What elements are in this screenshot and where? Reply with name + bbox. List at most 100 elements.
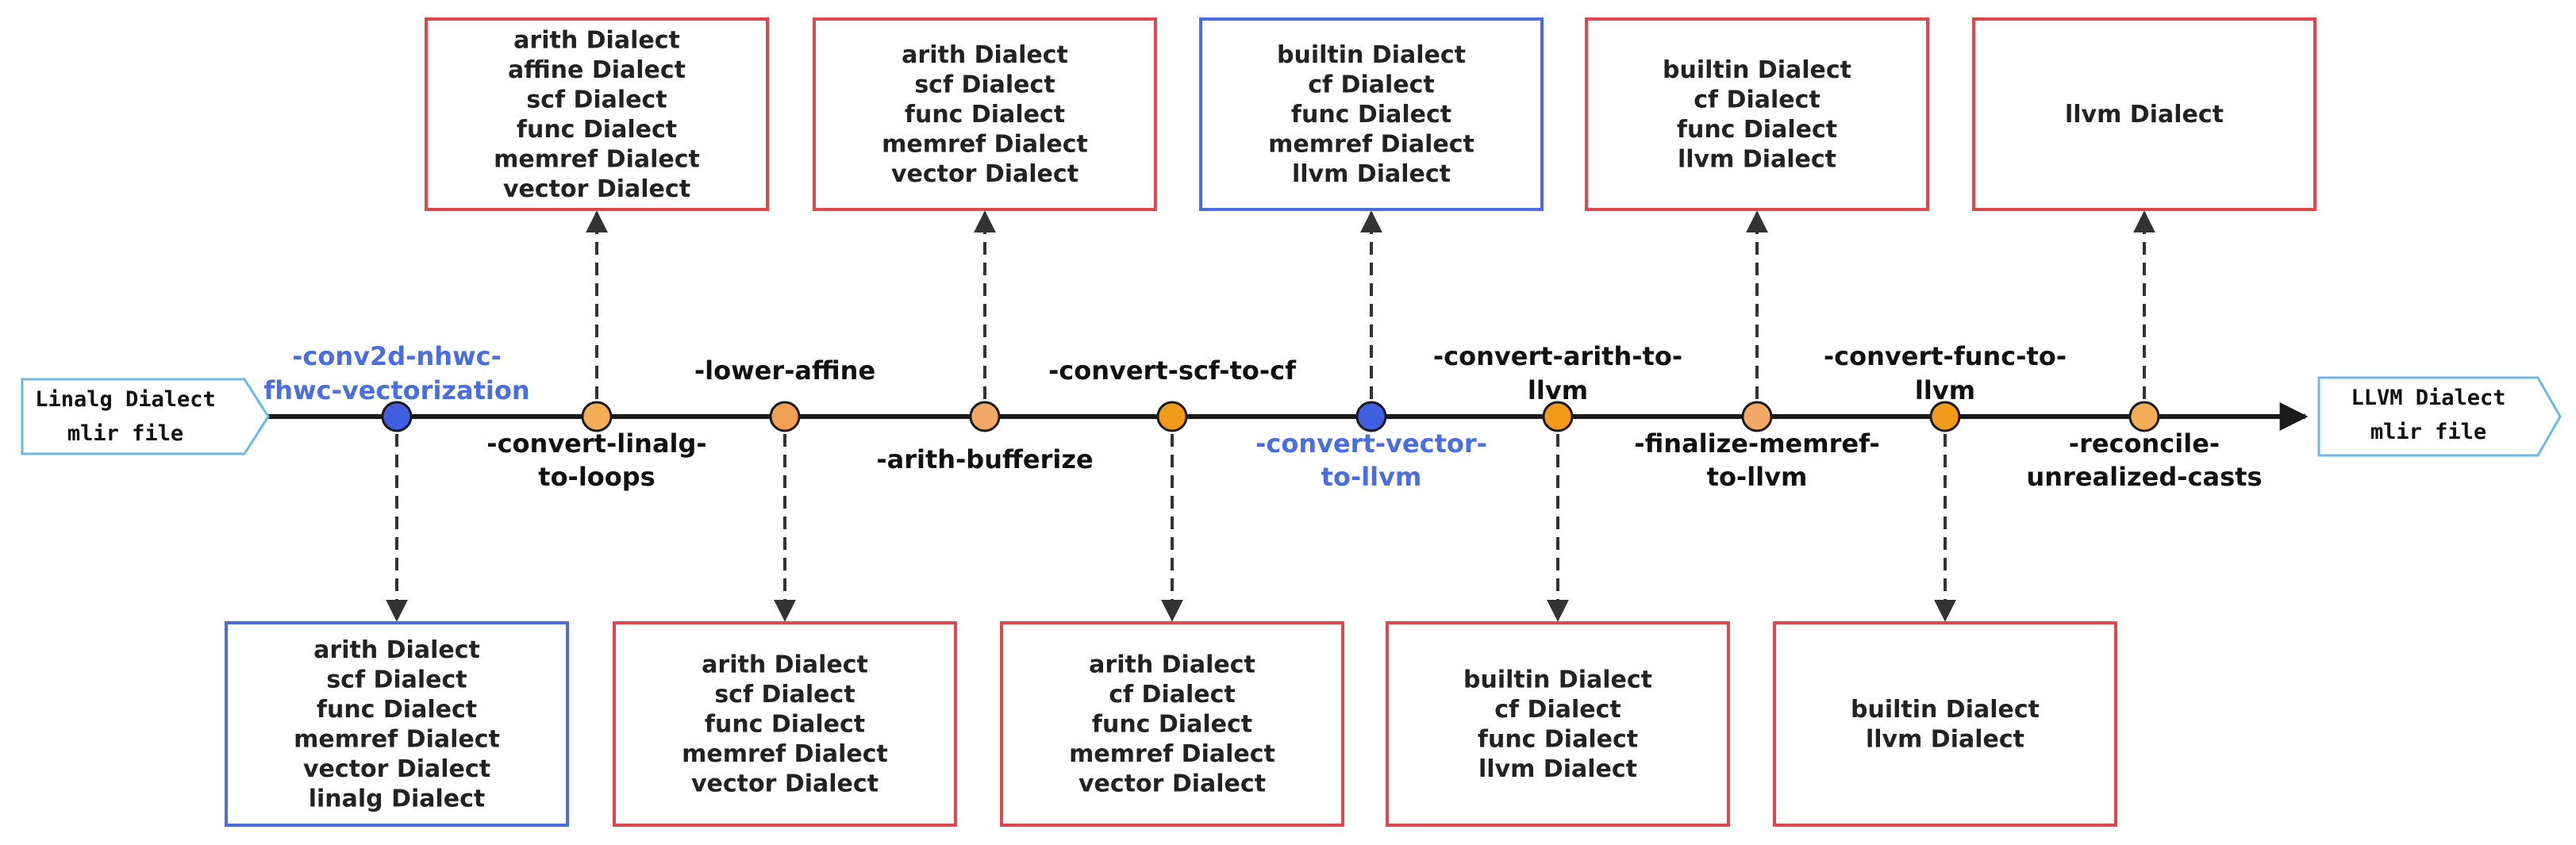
pass-1-dialect-3: func Dialect bbox=[317, 696, 477, 724]
pass-10-label-line-1: -reconcile- bbox=[2069, 428, 2220, 459]
pass-4-dialect-5: vector Dialect bbox=[891, 160, 1078, 188]
pass-1-dialect-2: scf Dialect bbox=[326, 666, 467, 693]
pass-2-dialect-2: affine Dialect bbox=[508, 56, 686, 84]
pass-6-dialect-3: func Dialect bbox=[1291, 101, 1451, 129]
pass-5-dialect-1: arith Dialect bbox=[1089, 651, 1255, 679]
pass-9-label-line-1: -convert-func-to- bbox=[1824, 341, 2067, 371]
pass-7-dialect-3: func Dialect bbox=[1478, 725, 1638, 753]
pass-10: llvm Dialect -reconcile-unrealized-casts bbox=[1972, 17, 2316, 492]
pass-4-dialect-box bbox=[813, 17, 1157, 211]
pass-2-dialect-5: memref Dialect bbox=[494, 145, 700, 173]
pass-8-node bbox=[1741, 401, 1773, 432]
pass-9-dialect-1: builtin Dialect bbox=[1851, 696, 2040, 724]
pass-2-label-line-2: to-loops bbox=[538, 462, 655, 492]
pass-3-label-line-1: -lower-affine bbox=[694, 355, 875, 386]
pass-7-label-line-2: llvm bbox=[1528, 375, 1588, 405]
pass-2-dialect-3: scf Dialect bbox=[526, 86, 667, 113]
pass-8-dialect-1: builtin Dialect bbox=[1663, 56, 1851, 84]
input-file-shape bbox=[21, 378, 270, 455]
pass-2-dialect-4: func Dialect bbox=[517, 116, 677, 144]
pass-9-dialect-box bbox=[1773, 621, 2117, 827]
pass-1-dialect-box bbox=[225, 621, 569, 827]
pass-4-dialect-1: arith Dialect bbox=[902, 41, 1068, 69]
pass-5-dialect-box bbox=[1000, 621, 1344, 827]
pass-3-dialect-box bbox=[613, 621, 957, 827]
input-file-line-2: mlir file bbox=[67, 421, 183, 446]
pass-5-dialect-5: vector Dialect bbox=[1078, 770, 1266, 798]
output-file-line-1: LLVM Dialect bbox=[2351, 386, 2505, 410]
pass-7-node bbox=[1542, 401, 1574, 432]
pass-6-dialect-1: builtin Dialect bbox=[1277, 41, 1466, 69]
pass-2-dialect-1: arith Dialect bbox=[513, 26, 680, 54]
pass-4-dialect-3: func Dialect bbox=[905, 101, 1065, 129]
pass-1-label-line-1: -conv2d-nhwc- bbox=[292, 341, 502, 371]
pass-1-dialect-5: vector Dialect bbox=[303, 755, 490, 783]
pass-3-dialect-2: scf Dialect bbox=[714, 681, 855, 709]
pass-8-dialect-3: func Dialect bbox=[1677, 116, 1837, 144]
pass-8-label-line-2: to-llvm bbox=[1707, 462, 1808, 492]
pass-7-dialect-2: cf Dialect bbox=[1494, 696, 1621, 724]
pass-9-dialect-2: llvm Dialect bbox=[1866, 725, 2024, 753]
pass-6-label-line-1: -convert-vector- bbox=[1255, 428, 1487, 459]
output-file-line-2: mlir file bbox=[2370, 420, 2486, 444]
pass-2-dialect-6: vector Dialect bbox=[503, 175, 690, 203]
pass-8-dialect-2: cf Dialect bbox=[1694, 86, 1820, 113]
pass-3-dialect-1: arith Dialect bbox=[702, 651, 868, 679]
pass-7-dialect-1: builtin Dialect bbox=[1463, 666, 1652, 693]
pass-7-dialect-box bbox=[1386, 621, 1730, 827]
pass-2-label-line-1: -convert-linalg- bbox=[486, 428, 706, 459]
output-file-node: LLVM Dialect mlir file bbox=[2317, 376, 2562, 457]
pass-4-label-line-1: -arith-bufferize bbox=[876, 444, 1093, 474]
pass-1-dialect-1: arith Dialect bbox=[313, 636, 480, 664]
pass-1-node bbox=[381, 401, 413, 432]
pass-6-dialect-5: llvm Dialect bbox=[1292, 160, 1451, 188]
pass-10-label-line-2: unrealized-casts bbox=[2026, 462, 2262, 492]
pass-9-label-line-2: llvm bbox=[1915, 375, 1975, 405]
pass-4-dialect-4: memref Dialect bbox=[882, 131, 1088, 159]
pass-2-node bbox=[581, 401, 613, 432]
pass-8-label-line-1: -finalize-memref- bbox=[1634, 428, 1879, 459]
pass-10-dialect-1: llvm Dialect bbox=[2065, 101, 2224, 129]
pass-8-dialect-4: llvm Dialect bbox=[1678, 145, 1836, 173]
pass-3-dialect-4: memref Dialect bbox=[682, 740, 888, 768]
pass-3-dialect-3: func Dialect bbox=[705, 711, 865, 739]
pass-1-dialect-4: memref Dialect bbox=[294, 725, 500, 753]
pass-6-dialect-2: cf Dialect bbox=[1308, 71, 1434, 99]
pass-7-dialect-4: llvm Dialect bbox=[1478, 755, 1637, 783]
pass-7-label-line-1: -convert-arith-to- bbox=[1433, 341, 1682, 371]
pass-2-dialect-box bbox=[425, 17, 769, 211]
pass-5-dialect-3: func Dialect bbox=[1092, 711, 1252, 739]
output-file-shape bbox=[2317, 376, 2562, 457]
pass-8-dialect-box bbox=[1585, 17, 1929, 211]
input-file-line-1: Linalg Dialect bbox=[35, 387, 216, 412]
pass-3-dialect-5: vector Dialect bbox=[691, 770, 879, 798]
pass-5-node bbox=[1156, 401, 1188, 432]
pass-5-dialect-4: memref Dialect bbox=[1069, 740, 1275, 768]
pass-9-node bbox=[1929, 401, 1961, 432]
pass-6-node bbox=[1355, 401, 1387, 432]
pass-10-dialect-box bbox=[1972, 17, 2316, 211]
pass-6-dialect-box bbox=[1199, 17, 1544, 211]
pass-1-dialect-6: linalg Dialect bbox=[309, 785, 486, 812]
pass-6-dialect-4: memref Dialect bbox=[1268, 131, 1474, 159]
pass-3-node bbox=[769, 401, 801, 432]
pass-4-dialect-2: scf Dialect bbox=[914, 71, 1055, 99]
pass-1-label-line-2: fhwc-vectorization bbox=[263, 375, 529, 405]
input-file-node: Linalg Dialect mlir file bbox=[21, 378, 270, 455]
pass-5-dialect-2: cf Dialect bbox=[1109, 681, 1235, 709]
pass-4-node bbox=[969, 401, 1001, 432]
pass-5-label-line-1: -convert-scf-to-cf bbox=[1048, 355, 1297, 386]
pass-10-node bbox=[2128, 401, 2160, 432]
pass-6-label-line-2: to-llvm bbox=[1321, 462, 1422, 492]
